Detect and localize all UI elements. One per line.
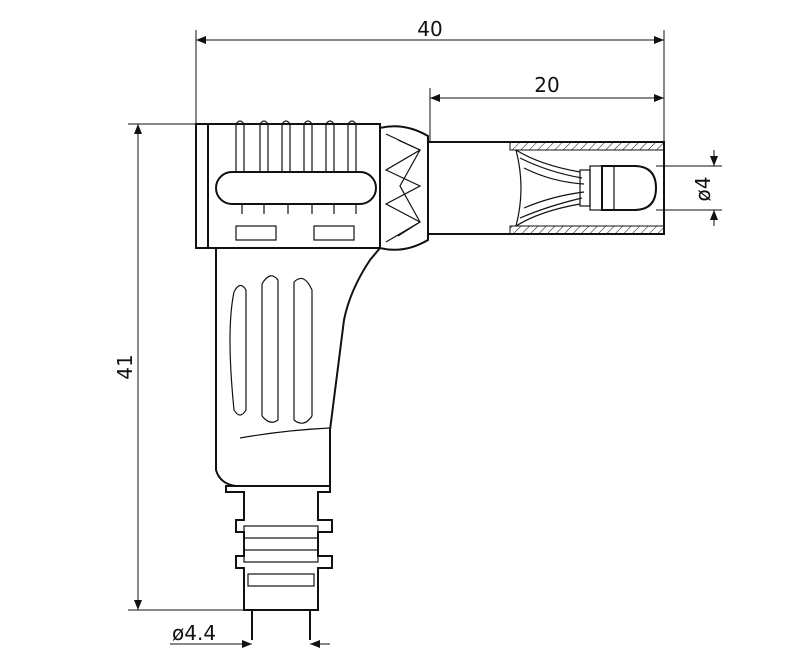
head-window-right — [313, 225, 355, 241]
dim-label-cable-diameter: ø4.4 — [172, 621, 216, 645]
head-window-left — [235, 225, 277, 241]
dim-label-overall-width: 40 — [417, 17, 442, 41]
dimension-overall-height: 41 — [113, 123, 244, 611]
plug-sleeve — [427, 141, 665, 235]
head-slot — [215, 171, 377, 205]
dim-label-tip-length: 20 — [534, 73, 559, 97]
dimension-overall-width: 40 — [195, 17, 665, 142]
dim-label-tip-diameter: ø4 — [691, 177, 715, 202]
dimension-cable-diameter: ø4.4 — [170, 621, 330, 648]
handle-body — [215, 247, 381, 487]
connector-head — [195, 120, 381, 249]
strain-relief — [225, 485, 333, 640]
dimension-tip-length: 20 — [429, 73, 664, 142]
grip-ribs-top — [235, 120, 357, 172]
dim-label-overall-height: 41 — [113, 354, 137, 379]
dimension-tip-diameter: ø4 — [656, 150, 722, 226]
knurled-nut — [379, 125, 429, 251]
